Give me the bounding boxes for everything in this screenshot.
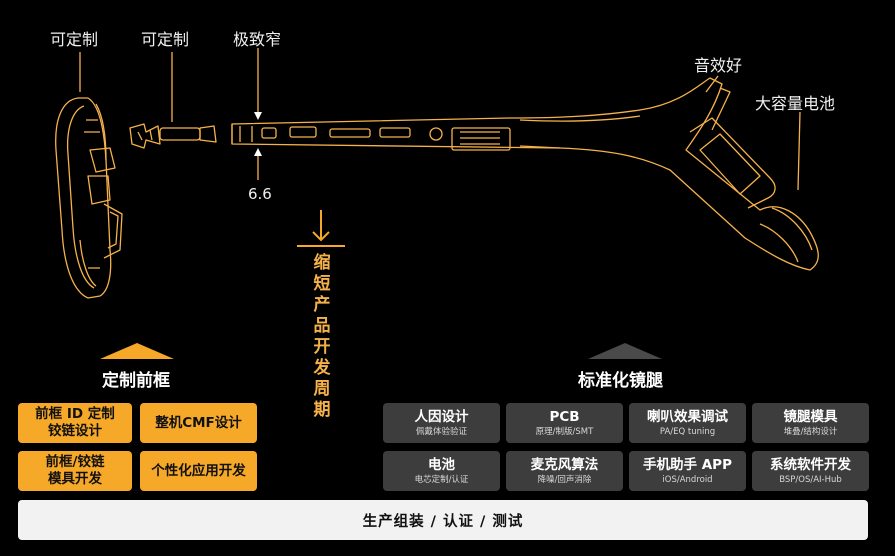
temple-mold-box: 镜腿模具 堆叠/结构设计	[752, 403, 869, 443]
label-customizable-front: 可定制	[50, 30, 99, 49]
battery-box: 电池 电芯定制/认证	[383, 451, 500, 491]
front-frame-drawing	[55, 97, 123, 299]
speaker-tuning-box: 喇叭效果调试 PA/EQ tuning	[629, 403, 746, 443]
temple-drawing	[231, 77, 819, 271]
cmf-design-box: 整机CMF设计	[140, 403, 257, 443]
label-ultra-narrow: 极致窄	[233, 30, 282, 49]
hinge-drawing	[129, 123, 217, 149]
ergonomics-box: 人因设计 佩戴体验验证	[383, 403, 500, 443]
left-section-title: 定制前框	[102, 371, 170, 391]
right-section-triangle	[588, 343, 662, 359]
label-customizable-hinge: 可定制	[141, 30, 190, 49]
right-section-title: 标准化镜腿	[578, 371, 663, 391]
glasses-illustration	[55, 48, 819, 299]
label-large-battery: 大容量电池	[755, 94, 836, 113]
label-thickness: 6.6	[248, 185, 272, 203]
production-bar: 生产组装 / 认证 / 测试	[18, 500, 868, 540]
shorten-dev-cycle-text: 缩 短 产 品 开 发 周 期	[313, 253, 331, 420]
left-section-triangle	[100, 343, 174, 359]
system-software-box: 系统软件开发 BSP/OS/AI-Hub	[752, 451, 869, 491]
mold-dev-box: 前框/铰链 模具开发	[18, 451, 132, 491]
mic-algorithm-box: 麦克风算法 降噪/回声消除	[506, 451, 623, 491]
personal-app-box: 个性化应用开发	[140, 451, 257, 491]
label-good-sound: 音效好	[694, 56, 743, 75]
front-frame-id-box: 前框 ID 定制 铰链设计	[18, 403, 132, 443]
phone-app-box: 手机助手 APP iOS/Android	[629, 451, 746, 491]
pcb-box: PCB 原理/制版/SMT	[506, 403, 623, 443]
